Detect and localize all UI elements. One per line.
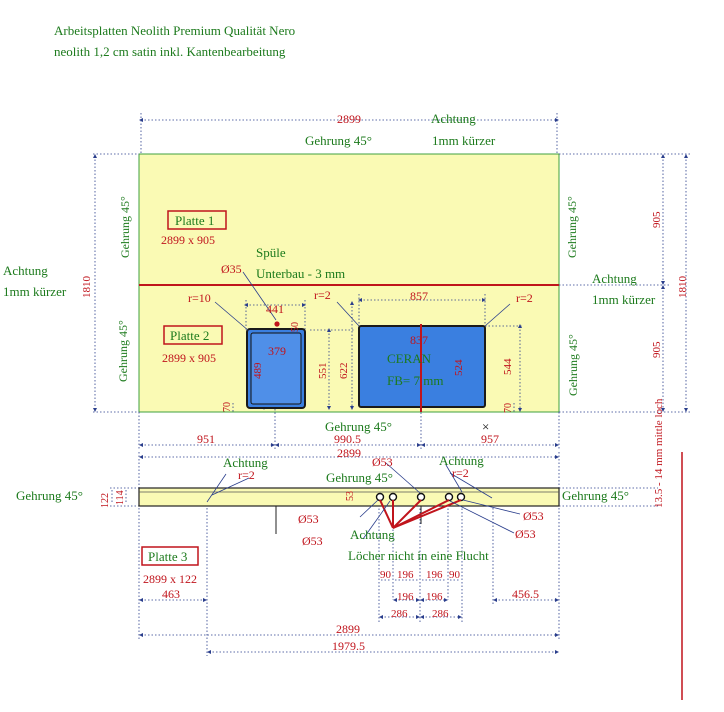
r10-label: r=10 [188,291,211,305]
strip-loecher: Löcher nicht in eine Flucht [348,548,489,563]
slab-platte-3 [138,487,560,507]
spuele-label: Spüle [256,245,286,260]
strip-gehrung-mid: Gehrung 45° [326,470,393,485]
bottom-951: 951 [197,432,215,446]
sink-551: 551 [317,363,329,380]
leaders-top [214,271,511,332]
header-line1: Arbeitsplatten Neolith Premium Qualität … [54,23,295,38]
gehrung-right-lower: Gehrung 45° [566,334,580,396]
header-line2: neolith 1,2 cm satin inkl. Kantenbearbei… [54,44,286,59]
kurzer-left: 1mm kürzer [3,284,67,299]
strip-width-2899: 2899 [337,446,361,460]
sink-489: 489 [252,362,264,379]
hole-pointer-arrows [379,499,462,529]
right-905-upper: 905 [651,211,663,228]
platte1-box [167,210,227,230]
dim-463: 463 [162,587,180,601]
strip-d53-l1: Ø53 [298,512,319,526]
strip-achtung-right: Achtung [439,453,484,468]
strip-d53-r2: Ø53 [515,527,536,541]
dim-90-a: 90 [380,569,392,581]
fb-label: FB= 7 mm [387,373,443,388]
tap-hole [274,321,280,327]
gehrung-top: Gehrung 45° [305,133,372,148]
gehrung-left-lower: Gehrung 45° [116,320,130,382]
dim-2899-bottom: 2899 [336,622,360,636]
platte1-size: 2899 x 905 [161,233,215,247]
strip-h122: 122 [100,493,111,508]
dim-196-a: 196 [397,569,414,581]
d35-label: Ø35 [221,262,242,276]
strip-achtung-mid: Achtung [350,527,395,542]
hole-5 [456,492,466,502]
strip-gehrung-right: Gehrung 45° [562,488,629,503]
dim-456-5: 456.5 [512,587,539,601]
left-1810: 1810 [81,276,93,299]
sink-379: 379 [268,344,286,358]
platte2-label: Platte 2 [170,328,209,343]
sink-inner [250,332,302,405]
strip-r2-left: r=2 [238,468,255,482]
bottom-957: 957 [481,432,499,446]
strip-d53-top: Ø53 [372,455,393,469]
cook-544: 544 [502,358,514,375]
dim-196-d: 196 [426,591,443,603]
cross-mark: × [482,419,489,434]
platte2-size: 2899 x 905 [162,351,216,365]
kurzer-right: 1mm kürzer [592,292,656,307]
strip-side-text: 13.5 - 14 mm mittle loch [653,398,665,508]
platte1-label: Platte 1 [175,213,214,228]
hole-1 [375,492,385,502]
achtung-right: Achtung [592,271,637,286]
top-width-2899: 2899 [337,112,361,126]
cook-837: 837 [410,333,428,347]
sink-622: 622 [338,363,350,380]
platte2-box [163,325,223,345]
strip-d53-r1: Ø53 [523,509,544,523]
strip-d53-l2: Ø53 [302,534,323,548]
cook-857: 857 [410,289,428,303]
dim-196-b: 196 [426,569,443,581]
strip-gehrung-left: Gehrung 45° [16,488,83,503]
strip-achtung-left: Achtung [223,455,268,470]
strip-r2-right: r=2 [452,466,469,480]
ceran-label: CERAN [387,351,432,366]
slab-platte-1-2 [138,153,560,413]
platte3-label: Platte 3 [148,549,187,564]
sink-441: 441 [266,302,284,316]
hole-3 [416,492,426,502]
bottom-990-5: 990.5 [334,432,361,446]
gehrung-right-upper: Gehrung 45° [565,196,579,258]
leaders-strip [206,462,521,540]
achtung-top: Achtung [431,111,476,126]
cook-70: 70 [503,403,514,413]
right-905-lower: 905 [651,341,663,358]
hole-4 [444,492,454,502]
sink-70: 70 [222,402,233,412]
platte3-size: 2899 x 122 [143,572,197,586]
kurzer-top: 1mm kürzer [432,133,496,148]
achtung-left: Achtung [3,263,48,278]
sink-50: 50 [290,322,301,332]
holes [375,492,466,502]
dim-196-c: 196 [397,591,414,603]
unterbau-label: Unterbau - 3 mm [256,266,345,281]
r2-a-label: r=2 [314,288,331,302]
dim-1979-5: 1979.5 [332,639,365,653]
right-1810: 1810 [677,276,689,299]
dim-286-b: 286 [432,608,449,620]
dim-90-b: 90 [449,569,461,581]
platte3-box [141,546,199,566]
r2-b-label: r=2 [516,291,533,305]
strip-h114: 114 [115,490,126,505]
cook-524: 524 [453,359,465,376]
gehrung-bottom: Gehrung 45° [325,419,392,434]
hole-2 [388,492,398,502]
dimension-lines-strip [110,452,658,656]
strip-h53: 53 [345,491,356,501]
gehrung-left-upper: Gehrung 45° [118,196,132,258]
dim-286-a: 286 [391,608,408,620]
